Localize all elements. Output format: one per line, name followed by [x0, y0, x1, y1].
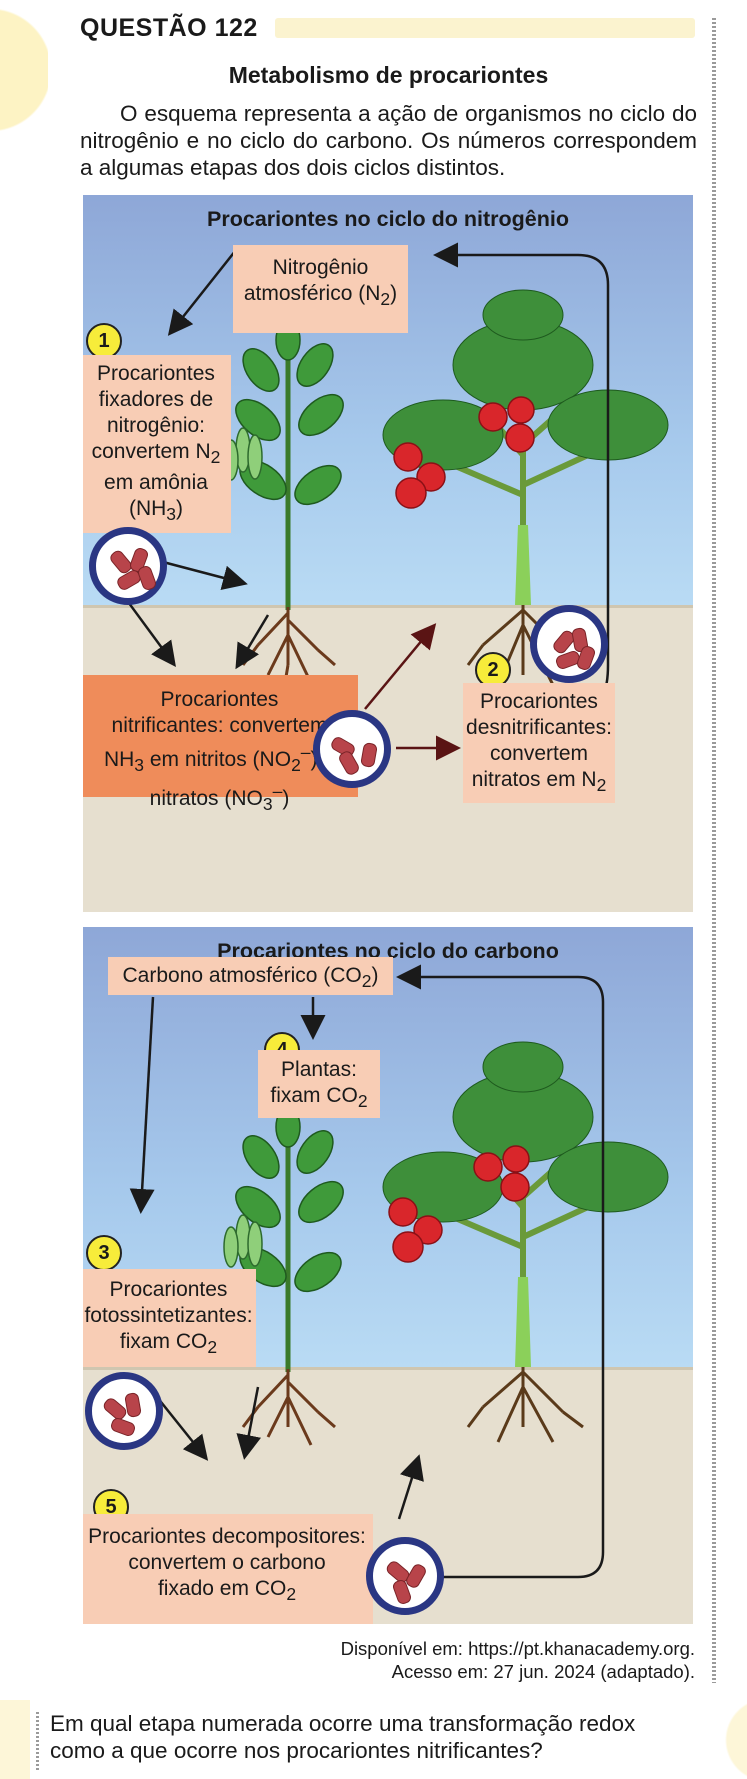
step4-line1: Plantas: [281, 1058, 357, 1081]
column-divider [712, 18, 716, 1683]
tomato-plant-icon [382, 289, 669, 686]
step5-line3: fixado em CO2 [157, 1577, 297, 1605]
step4-box: Plantas: fixam CO2 [258, 1050, 380, 1118]
step3-line3: fixam CO2 [119, 1330, 218, 1358]
bacteria-cell-icon [530, 605, 608, 683]
arrow-icon [121, 594, 176, 668]
decoration-bottom-right [707, 1700, 747, 1779]
title-highlight-band [275, 18, 695, 38]
bacteria-cell-icon [85, 1372, 163, 1450]
arrow-icon [162, 560, 248, 591]
step3-line2: fotossintetizantes: [84, 1304, 253, 1327]
question-margin-rule [36, 1712, 39, 1772]
atmospheric-nitrogen-line2: atmosférico (N2) [243, 282, 398, 310]
nitrifying-line1: Procariontes [160, 688, 279, 711]
question-text: Em qual etapa numerada ocorre uma transf… [50, 1711, 636, 1763]
arrow-icon [167, 249, 237, 336]
arrow-icon [397, 1454, 424, 1520]
step1-line1: Procariontes [97, 362, 215, 385]
arrow-icon [396, 964, 605, 1579]
bacteria-cell-icon [313, 710, 391, 788]
source-citation: Disponível em: https://pt.khanacademy.or… [83, 1637, 695, 1683]
decoration-bottom-left [0, 1700, 30, 1779]
bacteria-cell-icon [366, 1537, 444, 1615]
step2-box: Procariontes desnitrificantes: convertem… [463, 683, 615, 803]
atmospheric-nitrogen-line1: Nitrogênio [272, 256, 369, 279]
decoration-top-left [0, 0, 48, 150]
atmospheric-nitrogen-box: Nitrogênio atmosférico (N2) [233, 245, 408, 333]
step-marker-3: 3 [86, 1235, 122, 1271]
arrow-icon [235, 614, 270, 670]
source-line2: Acesso em: 27 jun. 2024 (adaptado). [391, 1661, 695, 1682]
nitrogen-cycle-figure: Procariontes no ciclo do nitrogênio Nitr… [83, 195, 693, 912]
tomato-plant-icon [382, 1041, 669, 1443]
nitrifying-line2: nitrificantes: convertem [111, 714, 328, 737]
step5-line1: Procariontes decompositores: [88, 1525, 366, 1548]
step2-line2: desnitrificantes: [466, 716, 612, 739]
step3-box: Procariontes fotossintetizantes: fixam C… [83, 1269, 256, 1367]
nitrifying-line4: nitratos (NO3–) [149, 781, 290, 815]
source-line1: Disponível em: https://pt.khanacademy.or… [340, 1638, 695, 1659]
arrow-icon [129, 996, 155, 1214]
arrow-icon [364, 623, 437, 710]
step1-line6: (NH3) [128, 497, 184, 525]
step4-line2: fixam CO2 [270, 1084, 368, 1112]
step2-line3: convertem [489, 742, 589, 765]
step1-line3: nitrogênio: [106, 414, 206, 437]
question-number: QUESTÃO 122 [80, 14, 258, 42]
step-marker-1: 1 [86, 323, 122, 359]
atmospheric-carbon-box: Carbono atmosférico (CO2) [108, 957, 393, 995]
step5-line2: convertem o carbono [128, 1551, 326, 1574]
roots-icon [241, 1369, 336, 1446]
intro-paragraph: O esquema representa a ação de organismo… [80, 101, 697, 180]
nitrogen-figure-title: Procariontes no ciclo do nitrogênio [207, 207, 569, 231]
step3-line1: Procariontes [109, 1278, 228, 1301]
step1-line4: convertem N2 [91, 440, 221, 468]
plant-icon [223, 1106, 344, 1372]
bacteria-cell-icon [89, 527, 167, 605]
step1-line2: fixadores de [98, 388, 214, 411]
step1-box: Procariontes fixadores de nitrogênio: co… [83, 355, 231, 533]
nitrifying-box: Procariontes nitrificantes: convertem NH… [83, 675, 358, 814]
question-subtitle: Metabolismo de procariontes [228, 62, 549, 88]
carbon-illustration [129, 964, 669, 1579]
step5-box: Procariontes decompositores: convertem o… [83, 1514, 373, 1624]
step1-line5: em amônia [104, 471, 208, 495]
arrow-icon [236, 1386, 262, 1460]
carbon-cycle-figure: Procariontes no ciclo do carbono Carbono… [83, 927, 693, 1624]
step2-line1: Procariontes [480, 690, 598, 713]
step2-line4: nitratos em N2 [471, 768, 607, 796]
plant-icon [223, 319, 344, 610]
